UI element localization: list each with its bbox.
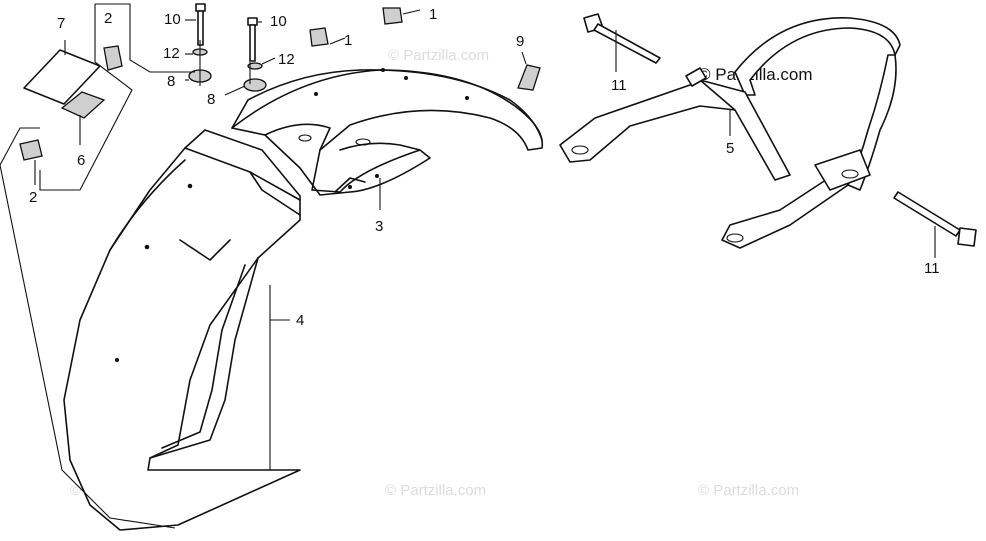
bolt-part-11-upper[interactable] [583, 13, 661, 64]
callout-12-right: 12 [278, 51, 295, 68]
washer-part-12-right[interactable] [247, 62, 263, 70]
callout-11-upper: 11 [611, 77, 627, 94]
nut-part-1-top[interactable] [382, 7, 403, 25]
watermark-top: © Partzilla.com [388, 47, 489, 64]
grommet-part-8-right[interactable] [243, 78, 267, 92]
callout-7: 7 [57, 15, 65, 32]
callout-12-left: 12 [163, 45, 180, 62]
watermark-bottom-center: © Partzilla.com [385, 482, 486, 499]
nut-part-1-middle[interactable] [309, 27, 329, 47]
inner-fender-part-4[interactable] [63, 129, 301, 531]
callout-10-left: 10 [164, 11, 181, 28]
callout-4: 4 [296, 312, 304, 329]
callout-10-right: 10 [270, 13, 287, 30]
bolt-part-10-left[interactable] [195, 3, 206, 46]
grab-bar-part-5[interactable] [559, 17, 901, 249]
clip-part-2-upper[interactable] [103, 45, 123, 71]
watermark-bottom-right: © Partzilla.com [698, 482, 799, 499]
callout-3: 3 [375, 218, 383, 235]
bolt-part-10-right[interactable] [247, 17, 258, 62]
callout-1-top: 1 [429, 6, 437, 23]
callouts: 1 1 2 2 3 4 5 6 7 8 8 9 10 10 11 11 12 1… [29, 6, 940, 329]
callout-2-top: 2 [104, 10, 112, 27]
callout-1-middle: 1 [344, 32, 352, 49]
callout-2-bottom: 2 [29, 189, 37, 206]
bolt-part-11-lower[interactable] [893, 191, 977, 247]
callout-9: 9 [516, 33, 524, 50]
clip-part-2-lower[interactable] [19, 139, 43, 161]
callout-11-lower: 11 [924, 260, 940, 277]
rear-fender-part-3[interactable] [231, 68, 544, 196]
callout-8-right: 8 [207, 91, 215, 108]
grommet-part-9[interactable] [517, 64, 541, 91]
leader-lines [0, 3, 936, 529]
pad-part-6[interactable] [60, 91, 106, 119]
callout-5: 5 [726, 140, 734, 157]
callout-8-left: 8 [167, 73, 175, 90]
callout-6: 6 [77, 152, 85, 169]
